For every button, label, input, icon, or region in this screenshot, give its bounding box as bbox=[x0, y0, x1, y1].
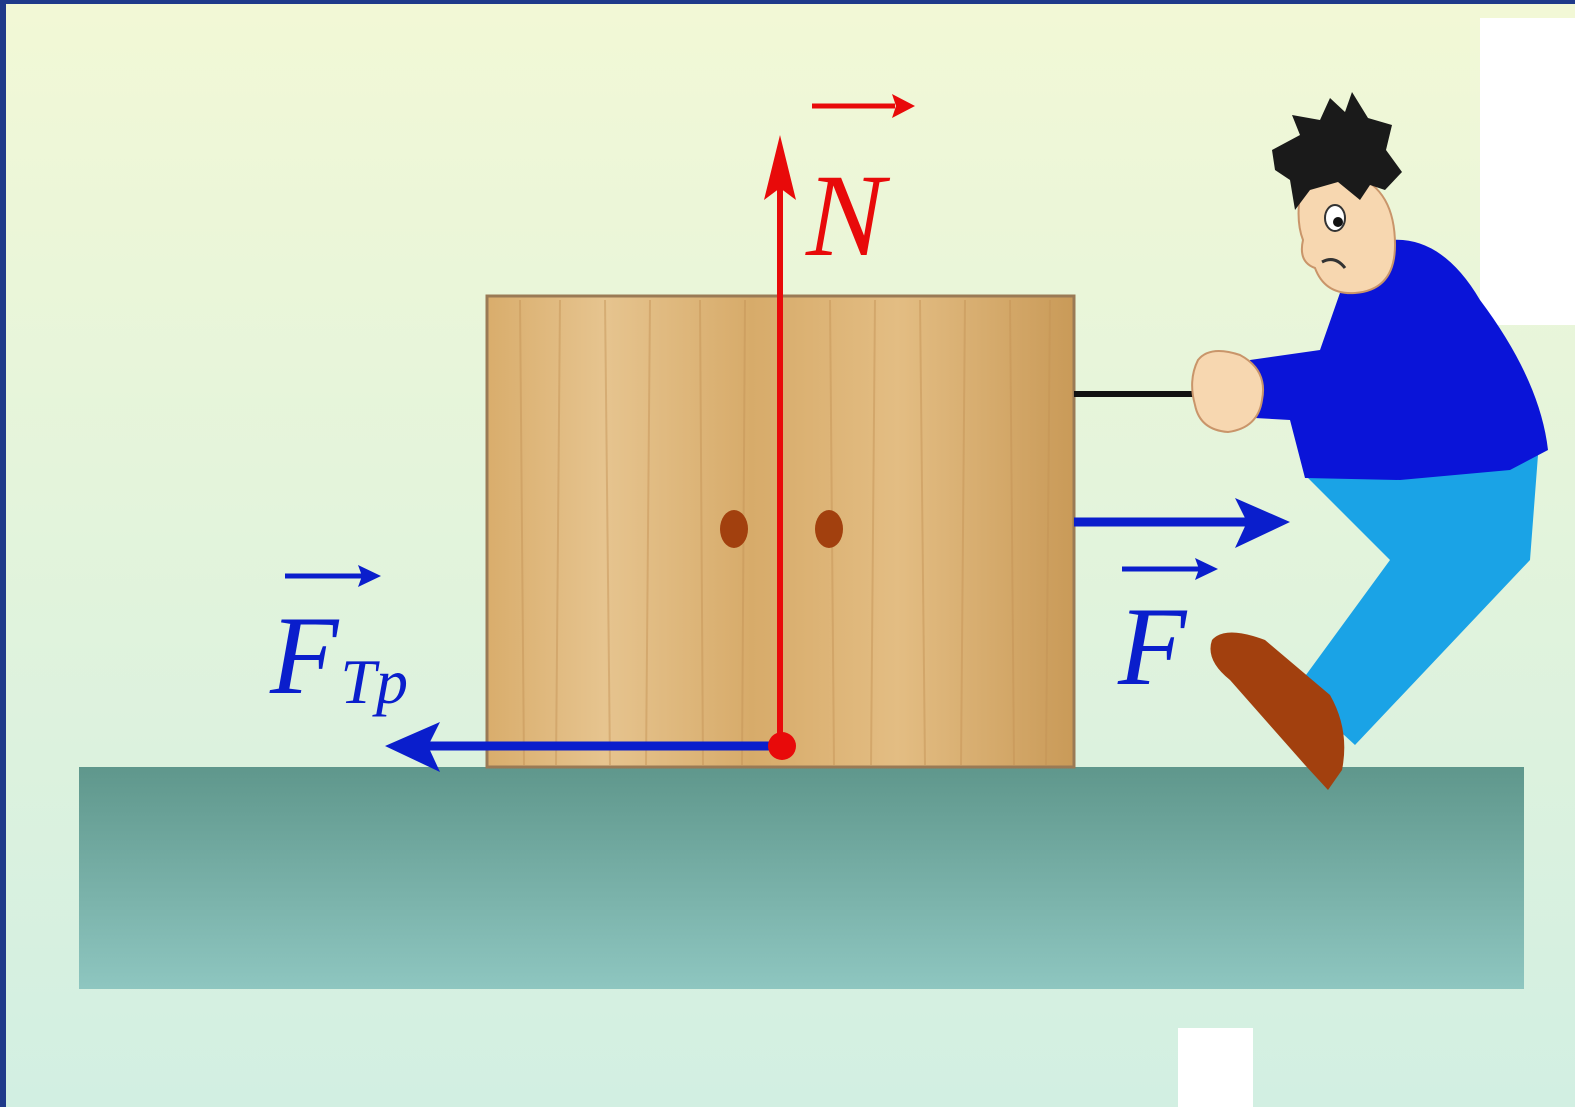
white-block-top-right bbox=[1480, 18, 1575, 325]
applied-force-vector bbox=[1074, 498, 1290, 548]
person-shoe bbox=[1210, 632, 1345, 790]
friction-force-label: FTp bbox=[269, 565, 408, 718]
person-pants bbox=[1295, 455, 1538, 745]
person-shirt bbox=[1250, 239, 1548, 480]
friction-arrow-head bbox=[385, 722, 440, 772]
label-f-tp-subscript: Tp bbox=[340, 646, 408, 717]
label-f-tp: FTp bbox=[269, 594, 408, 718]
person-hair bbox=[1272, 92, 1402, 210]
label-f-tp-main: F bbox=[269, 594, 340, 718]
label-f: F bbox=[1117, 585, 1188, 709]
white-block-bottom bbox=[1178, 1028, 1253, 1107]
applied-force-label: F bbox=[1117, 558, 1218, 709]
applied-arrow-head bbox=[1235, 498, 1290, 548]
friction-force-vector bbox=[385, 722, 780, 772]
person-hand bbox=[1191, 350, 1264, 434]
person-pulling-icon bbox=[1191, 92, 1548, 790]
normal-force-label: N bbox=[805, 94, 915, 281]
ground-surface bbox=[79, 767, 1524, 989]
normal-force-vector bbox=[764, 135, 796, 760]
label-n: N bbox=[805, 150, 891, 281]
normal-arrow-head bbox=[764, 135, 796, 200]
application-point bbox=[768, 732, 796, 760]
cabinet-knob-right bbox=[815, 510, 843, 548]
wood-grain bbox=[519, 299, 1051, 766]
cabinet-knob-left bbox=[720, 510, 748, 548]
